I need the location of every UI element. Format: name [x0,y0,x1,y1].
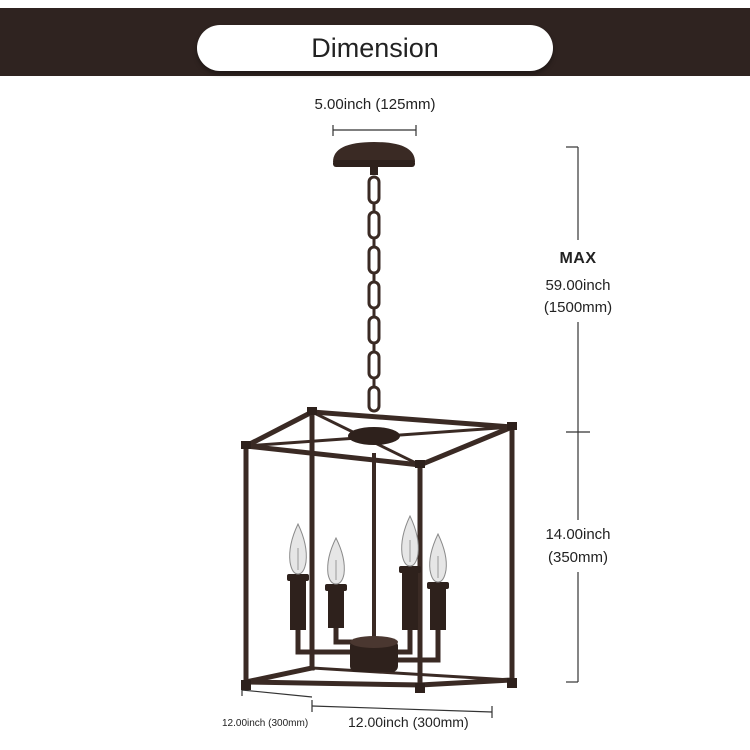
cage-corner-caps [241,407,517,693]
max-height-inch-label: 59.00inch [545,277,611,294]
bulb-filaments [297,540,439,580]
canopy-dimension-line [332,125,417,136]
body-height-inch-label: 14.00inch [545,526,611,543]
width-label: 12.00inch (300mm) [348,714,469,730]
ceiling-canopy [333,142,415,175]
candle-arms [295,624,441,663]
title-pill [197,25,553,71]
max-label: MAX [559,250,597,267]
body-height-mm-label: (350mm) [547,549,608,566]
page-title: Dimension [311,33,439,63]
depth-label: 12.00inch (300mm) [222,718,309,729]
height-dimension-line [566,146,590,683]
canopy-width-label: 5.00inch (125mm) [314,96,436,113]
bottom-dimension-lines [241,684,493,718]
hanging-chain [367,175,381,413]
max-height-mm-label: (1500mm) [543,299,613,316]
center-hub [350,636,398,672]
candle-sleeves [287,566,449,630]
